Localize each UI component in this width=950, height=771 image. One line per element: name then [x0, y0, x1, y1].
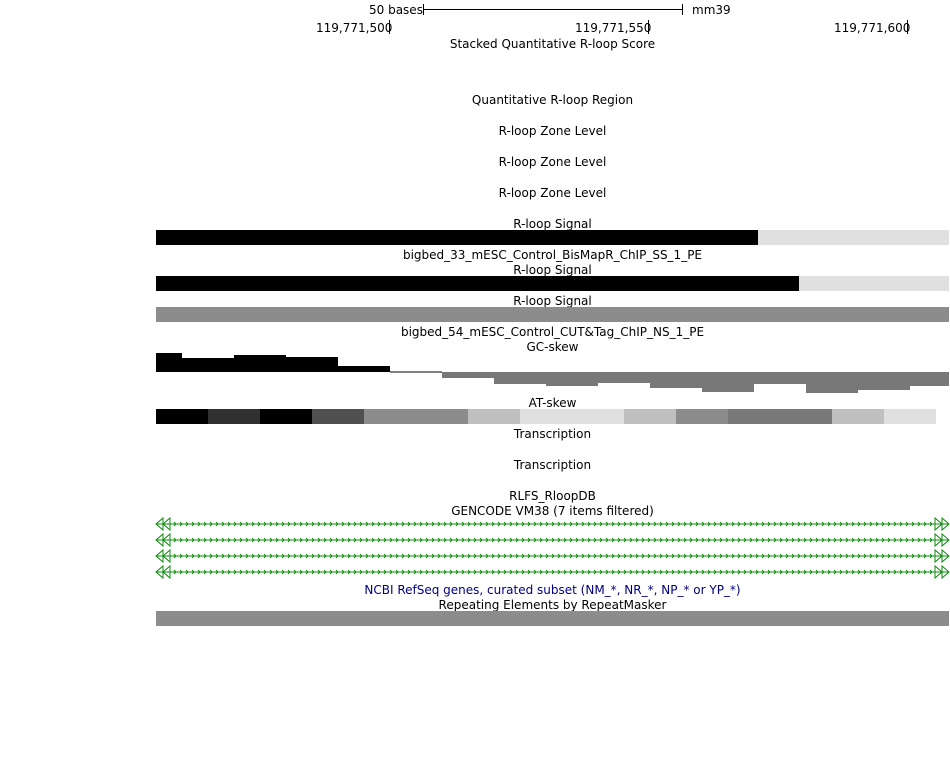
track-label-rlfs[interactable]: RLFS_RloopDB	[509, 489, 596, 503]
track-label-rloop-signal[interactable]: R-loop Signal	[513, 294, 592, 308]
scale-bar-right-tick	[682, 4, 683, 15]
gencode-transcript[interactable]	[155, 564, 950, 580]
at-skew-block[interactable]	[884, 409, 936, 424]
track-label-repeatmasker[interactable]: Repeating Elements by RepeatMasker	[438, 598, 667, 612]
rloop-signal-track-3[interactable]	[156, 307, 949, 322]
at-skew-block[interactable]	[468, 409, 520, 424]
scale-bar-left-tick	[423, 4, 424, 15]
track-label-bigbed-54[interactable]: bigbed_54_mESC_Control_CUT&Tag_ChIP_NS_1…	[400, 325, 705, 339]
track-label-refseq[interactable]: NCBI RefSeq genes, curated subset (NM_*,…	[364, 583, 741, 597]
at-skew-block[interactable]	[780, 409, 832, 424]
repeatmasker-track[interactable]	[156, 611, 949, 626]
assembly-label: mm39	[692, 3, 731, 17]
track-label-zone-level[interactable]: R-loop Zone Level	[498, 155, 607, 169]
gencode-track[interactable]	[155, 516, 950, 580]
signal-block[interactable]	[156, 276, 799, 291]
signal-block[interactable]	[156, 230, 758, 245]
at-skew-block[interactable]	[520, 409, 572, 424]
track-label-at-skew[interactable]: AT-skew	[528, 396, 577, 410]
track-label-transcription[interactable]: Transcription	[513, 427, 592, 441]
signal-block[interactable]	[758, 230, 949, 245]
transcript-end-marker	[934, 548, 950, 564]
scale-bar	[423, 9, 682, 10]
transcript-start-marker	[155, 532, 171, 548]
gc-skew-negative	[442, 372, 949, 393]
at-skew-block[interactable]	[208, 409, 260, 424]
position-label: 119,771,600	[834, 21, 911, 35]
at-skew-block[interactable]	[156, 409, 208, 424]
gencode-transcript[interactable]	[155, 532, 950, 548]
gencode-transcript[interactable]	[155, 516, 950, 532]
track-label-bigbed-33[interactable]: bigbed_33_mESC_Control_BisMapR_ChIP_SS_1…	[402, 248, 703, 262]
at-skew-block[interactable]	[260, 409, 312, 424]
position-label: 119,771,550	[575, 21, 652, 35]
position-tick	[648, 20, 649, 34]
signal-block[interactable]	[799, 276, 949, 291]
at-skew-block[interactable]	[312, 409, 364, 424]
transcript-start-marker	[155, 548, 171, 564]
at-skew-block[interactable]	[728, 409, 780, 424]
at-skew-block[interactable]	[676, 409, 728, 424]
gc-skew-positive	[156, 353, 390, 372]
at-skew-block[interactable]	[416, 409, 468, 424]
gencode-transcript[interactable]	[155, 548, 950, 564]
transcript-start-marker	[155, 564, 171, 580]
track-label-transcription[interactable]: Transcription	[513, 458, 592, 472]
position-tick	[907, 20, 908, 34]
transcript-end-marker	[934, 516, 950, 532]
track-label-zone-level[interactable]: R-loop Zone Level	[498, 124, 607, 138]
transcript-end-marker	[934, 532, 950, 548]
position-tick	[389, 20, 390, 34]
track-label-quant-region[interactable]: Quantitative R-loop Region	[471, 93, 634, 107]
track-label-rloop-signal[interactable]: R-loop Signal	[513, 217, 592, 231]
track-label-stacked-score[interactable]: Stacked Quantitative R-loop Score	[449, 37, 656, 51]
at-skew-block[interactable]	[832, 409, 884, 424]
track-label-gc-skew[interactable]: GC-skew	[526, 340, 579, 354]
position-label: 119,771,500	[316, 21, 393, 35]
at-skew-block[interactable]	[624, 409, 676, 424]
transcript-end-marker	[934, 564, 950, 580]
track-label-zone-level[interactable]: R-loop Zone Level	[498, 186, 607, 200]
transcript-start-marker	[155, 516, 171, 532]
gc-skew-track[interactable]	[156, 352, 949, 393]
track-label-rloop-signal[interactable]: R-loop Signal	[513, 263, 592, 277]
at-skew-track[interactable]	[156, 409, 949, 424]
track-label-gencode[interactable]: GENCODE VM38 (7 items filtered)	[451, 504, 654, 518]
at-skew-block[interactable]	[364, 409, 416, 424]
at-skew-block[interactable]	[572, 409, 624, 424]
scale-label: 50 bases	[369, 3, 423, 17]
